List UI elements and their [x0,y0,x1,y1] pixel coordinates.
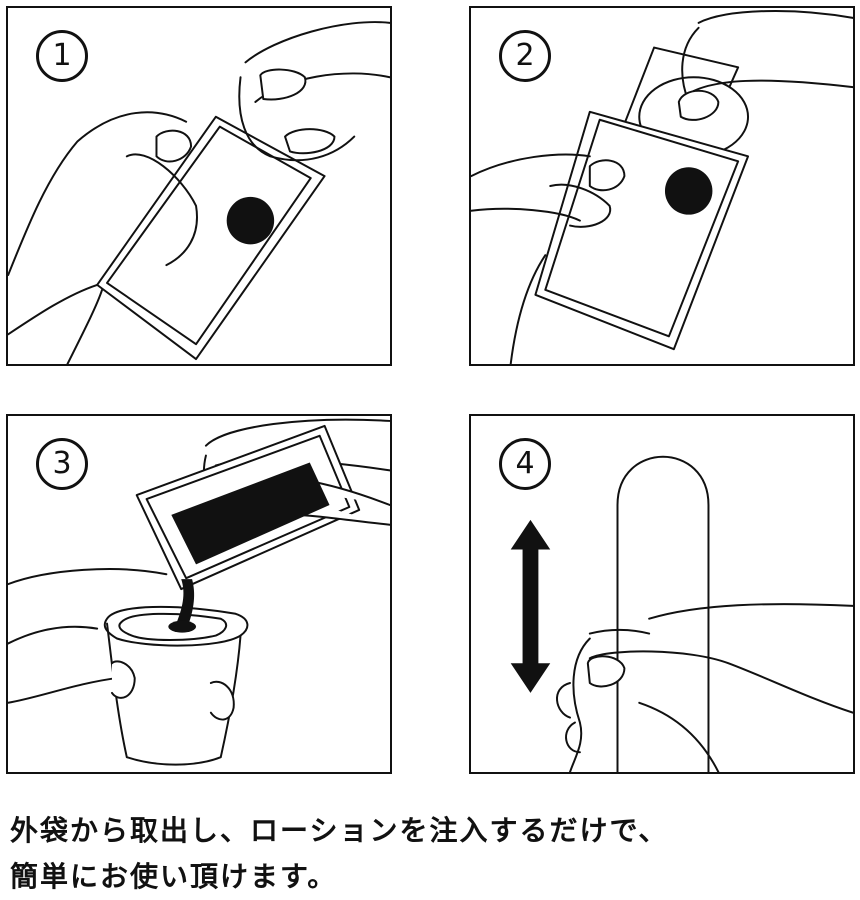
step-3-panel: 3 [6,414,392,774]
step-4-panel: 4 [469,414,855,774]
caption-line-1: 外袋から取出し、ローションを注入するだけで、 [10,814,669,847]
step-1-number: 1 [36,30,88,82]
instruction-caption: 外袋から取出し、ローションを注入するだけで、 簡単にお使い頂けます。 [10,808,850,900]
step-1-illustration [8,21,390,364]
step-1-panel: 1 [6,6,392,366]
step-3-illustration [8,418,390,766]
step-2-panel: 2 [469,6,855,366]
caption-line-2: 簡単にお使い頂けます。 [10,860,338,893]
step-4-illustration [510,456,853,772]
up-down-arrow-icon [510,519,551,693]
step-3-number: 3 [36,438,88,490]
step-4-number: 4 [499,438,551,490]
step-2-number: 2 [499,30,551,82]
step-2-illustration [471,10,853,364]
